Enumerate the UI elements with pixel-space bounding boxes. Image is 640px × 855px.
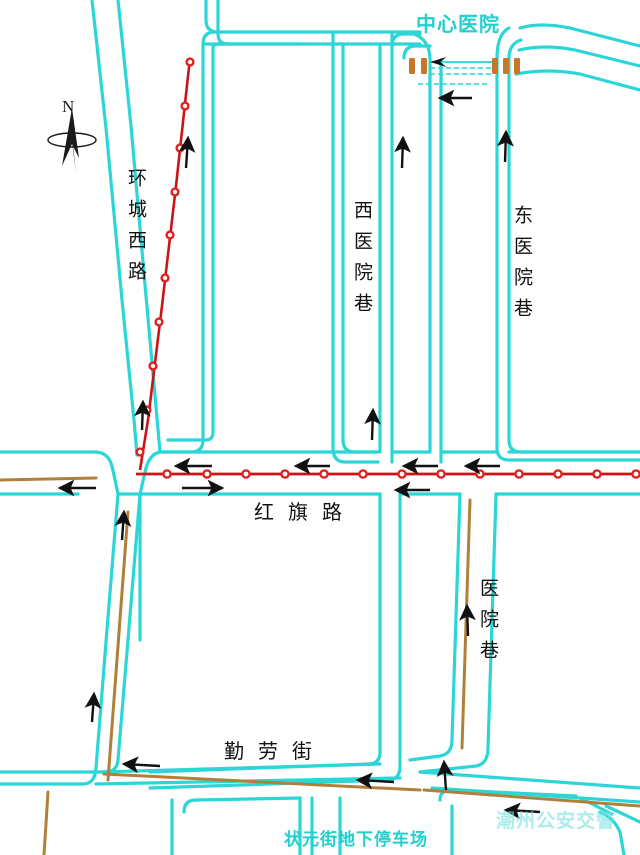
- hospital-entrance-barrier: [409, 56, 520, 85]
- north-arrow: N: [44, 97, 100, 183]
- one-way-route-overlay: [0, 476, 640, 855]
- direction-arrows: [57, 89, 541, 820]
- restricted-route-hongqi: [136, 469, 640, 479]
- north-arrow-icon: [47, 108, 97, 174]
- restricted-route-huancheng: [135, 57, 195, 471]
- north-arrow-label: N: [62, 97, 75, 116]
